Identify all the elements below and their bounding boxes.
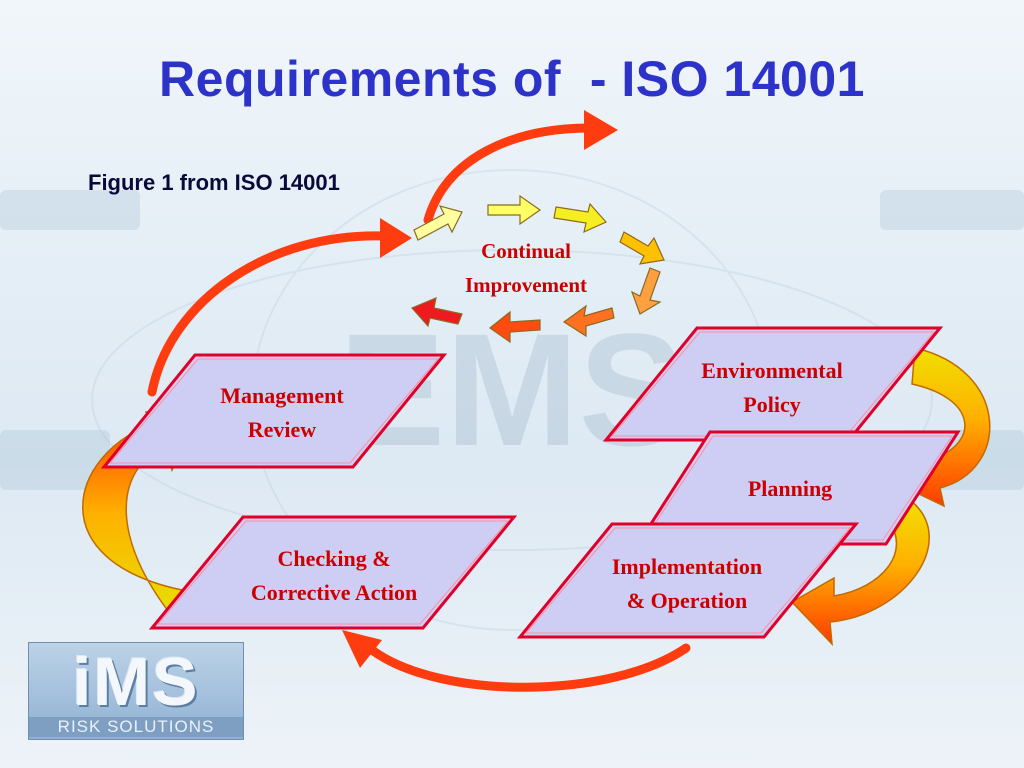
ims-logo: iMS RISK SOLUTIONS [28, 642, 244, 740]
cycle-arrow-5 [630, 267, 662, 315]
cycle-arrow-1 [413, 205, 463, 241]
cycle-arrow-2 [487, 194, 542, 226]
stage-box-checking [148, 515, 518, 630]
cycle-arrow-3 [553, 202, 607, 234]
stage-box-implementation [516, 522, 860, 639]
improvement-upward-arrow [423, 110, 618, 225]
management-review-label: Management Review [220, 383, 344, 442]
stage-box-management-review [100, 353, 448, 469]
page-title: Requirements of - ISO 14001 [159, 51, 865, 107]
figure-caption: Figure 1 from ISO 14001 [88, 170, 340, 195]
logo-wordmark: iMS [72, 644, 200, 720]
logo-tagline: RISK SOLUTIONS [29, 717, 243, 737]
implementation-to-checking-arrow [342, 630, 691, 692]
cycle-arrow-4 [619, 231, 665, 265]
environmental-policy-label: Environmental Policy [701, 358, 843, 417]
review-to-improvement-arrow [147, 218, 412, 397]
cycle-arrow-8 [410, 297, 463, 328]
planning-label: Planning [747, 476, 833, 501]
checking-label: Checking & Corrective Action [250, 546, 418, 605]
continual-improvement-label: Continual Improvement [464, 239, 588, 297]
cycle-arrow-6 [562, 304, 615, 338]
cycle-arrow-7 [488, 310, 541, 344]
planning-to-implementation-arrow [790, 499, 930, 647]
implementation-label: Implementation & Operation [611, 554, 763, 613]
continual-improvement-cycle [410, 194, 665, 344]
